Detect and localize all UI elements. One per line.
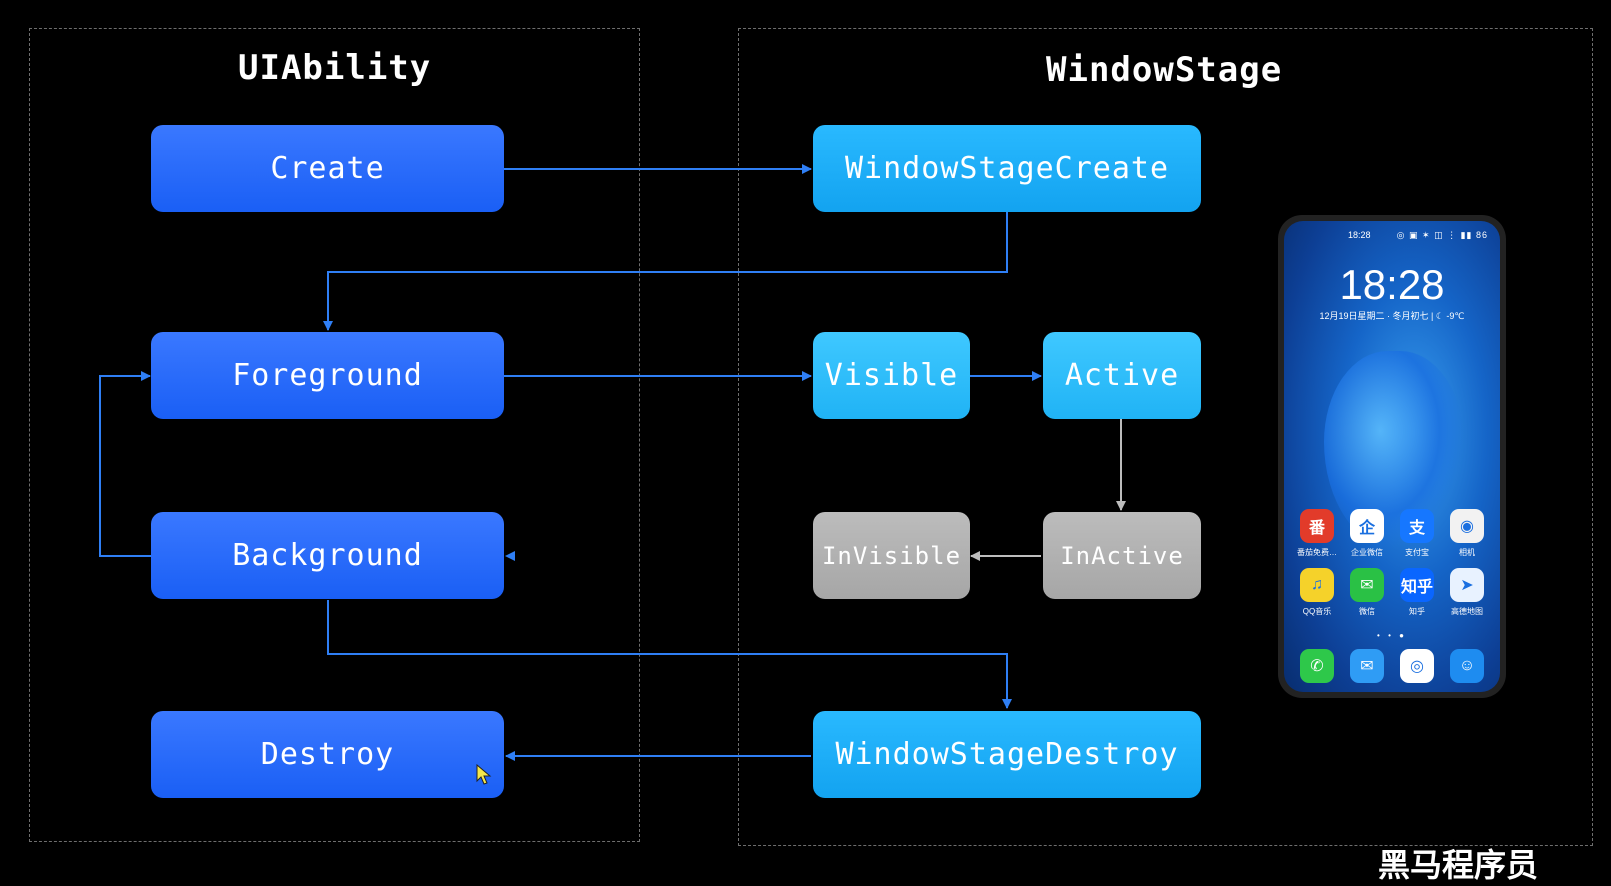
uiability-group bbox=[29, 28, 640, 842]
app-label: 高德地图 bbox=[1451, 607, 1483, 616]
status-icons: ◎ ▣ ✶ ◫ ⋮ ▮▮ 86 bbox=[1396, 230, 1488, 240]
app-row-2: ♫QQ音乐✉微信知乎知乎➤高德地图 bbox=[1284, 568, 1500, 617]
app-apps_row2-3[interactable]: ➤ 高德地图 bbox=[1444, 568, 1490, 617]
foreground-node: Foreground bbox=[151, 332, 504, 419]
app-apps_row2-0[interactable]: ♫ QQ音乐 bbox=[1294, 568, 1340, 617]
app-icon: ☺ bbox=[1450, 649, 1484, 683]
app-dock-0[interactable]: ✆ bbox=[1294, 649, 1340, 683]
app-icon: ➤ bbox=[1450, 568, 1484, 602]
app-apps_row2-1[interactable]: ✉ 微信 bbox=[1344, 568, 1390, 617]
phone-mockup: 18:28 ◎ ▣ ✶ ◫ ⋮ ▮▮ 86 18:28 12月19日星期二 · … bbox=[1278, 215, 1506, 698]
status-time: 18:28 bbox=[1348, 230, 1371, 240]
app-apps_row1-2[interactable]: 支支付宝 bbox=[1394, 509, 1440, 558]
app-dock: ✆ ✉ ◎ ☺ bbox=[1284, 649, 1500, 683]
background-node: Background bbox=[151, 512, 504, 599]
page-indicator: • • ● bbox=[1377, 631, 1407, 640]
visible-node: Visible bbox=[813, 332, 970, 419]
background-to-foreground-loop-arrow bbox=[99, 371, 151, 557]
lockscreen-date: 12月19日星期二 · 冬月初七 | ☾ -9℃ bbox=[1319, 311, 1465, 321]
app-icon: ✆ bbox=[1300, 649, 1334, 683]
app-apps_row2-2[interactable]: 知乎知乎 bbox=[1394, 568, 1440, 617]
app-icon: ◉ bbox=[1450, 509, 1484, 543]
app-label: 番茄免费… bbox=[1297, 548, 1337, 557]
watermark: 黑马程序员 bbox=[1378, 846, 1539, 884]
background-to-wsdestroy-arrow bbox=[327, 600, 1012, 709]
create-node: Create bbox=[151, 125, 504, 212]
mouse-cursor-icon bbox=[476, 764, 492, 785]
windowstage-group bbox=[738, 28, 1593, 846]
app-icon: 知乎 bbox=[1400, 568, 1434, 602]
destroy-node: Destroy bbox=[151, 711, 504, 798]
app-label: QQ音乐 bbox=[1302, 607, 1332, 616]
app-apps_row1-0[interactable]: 番番茄免费… bbox=[1294, 509, 1340, 558]
app-apps_row1-1[interactable]: 企企业微信 bbox=[1344, 509, 1390, 558]
windowstagedestroy-node: WindowStageDestroy bbox=[813, 711, 1201, 798]
windowstage-title: WindowStage bbox=[1046, 50, 1283, 90]
app-icon: 支 bbox=[1400, 509, 1434, 543]
app-icon: ✉ bbox=[1350, 568, 1384, 602]
phone-screen: 18:28 ◎ ▣ ✶ ◫ ⋮ ▮▮ 86 18:28 12月19日星期二 · … bbox=[1284, 221, 1500, 692]
app-label: 企业微信 bbox=[1351, 548, 1383, 557]
active-node: Active bbox=[1043, 332, 1201, 419]
invisible-node: InVisible bbox=[813, 512, 970, 599]
wscreate-to-foreground-arrow bbox=[323, 212, 1008, 331]
inactive-node: InActive bbox=[1043, 512, 1201, 599]
lifecycle-connectors bbox=[99, 164, 1126, 761]
windowstagecreate-node: WindowStageCreate bbox=[813, 125, 1201, 212]
app-icon: 番 bbox=[1300, 509, 1334, 543]
wallpaper-wave bbox=[1324, 351, 1464, 551]
app-icon: ◎ bbox=[1400, 649, 1434, 683]
app-label: 微信 bbox=[1359, 607, 1375, 616]
lockscreen-clock: 18:28 bbox=[1339, 261, 1445, 308]
uiability-title: UIAbility bbox=[238, 48, 432, 88]
app-row-1: 番番茄免费…企企业微信支支付宝◉相机 bbox=[1284, 509, 1500, 558]
app-icon: ♫ bbox=[1300, 568, 1334, 602]
app-label: 相机 bbox=[1459, 548, 1475, 557]
app-icon: ✉ bbox=[1350, 649, 1384, 683]
app-icon: 企 bbox=[1350, 509, 1384, 543]
app-label: 知乎 bbox=[1409, 607, 1425, 616]
app-apps_row1-3[interactable]: ◉ 相机 bbox=[1444, 509, 1490, 558]
app-dock-1[interactable]: ✉ bbox=[1344, 649, 1390, 683]
app-dock-2[interactable]: ◎ bbox=[1394, 649, 1440, 683]
app-label: 支付宝 bbox=[1405, 548, 1429, 557]
app-grid: 番番茄免费…企企业微信支支付宝◉相机 ♫QQ音乐✉微信知乎知乎➤高德地图 bbox=[1284, 509, 1500, 627]
app-dock-3[interactable]: ☺ bbox=[1444, 649, 1490, 683]
